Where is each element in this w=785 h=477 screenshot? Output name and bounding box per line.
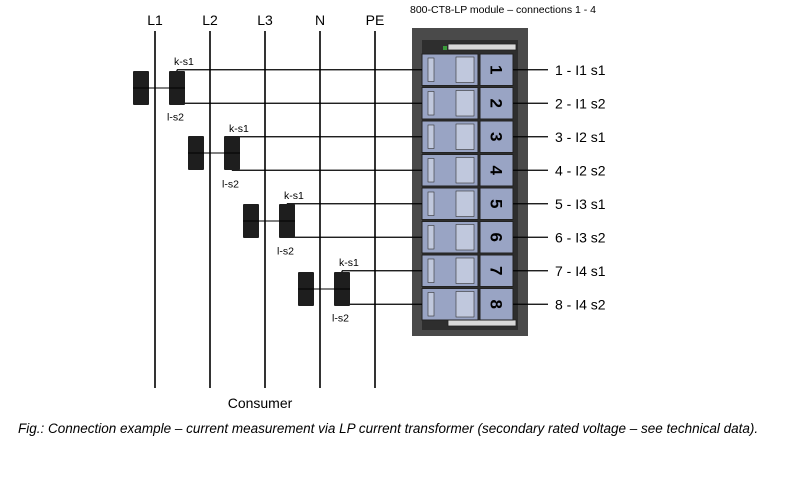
terminal-label-2: 2 - I1 s2 (555, 95, 606, 111)
terminal-label-8: 8 - I4 s2 (555, 296, 606, 312)
clamp-screw-window (455, 90, 475, 117)
terminal-number-plate-2 (479, 87, 514, 120)
clamp-slot-left (427, 57, 435, 82)
ct-label-k: k-s1 (284, 190, 304, 202)
bus-label-l3: L3 (257, 12, 273, 28)
consumer-label: Consumer (228, 395, 293, 410)
terminal-label-5: 5 - I3 s1 (555, 196, 606, 212)
ct-label-l: l-s2 (332, 312, 349, 324)
terminal-number-6: 6 (487, 233, 506, 242)
clamp-screw-window (455, 291, 475, 318)
wiring (176, 69, 422, 306)
ct-label-k: k-s1 (339, 257, 359, 269)
bus-label-n: N (315, 12, 325, 28)
module-top-rail (447, 43, 517, 51)
clamp-slot-left (427, 225, 435, 250)
ct-label-l: l-s2 (167, 111, 184, 123)
clamp-slot-left (427, 292, 435, 317)
ct-label-k: k-s1 (174, 56, 194, 68)
terminal-number-2: 2 (487, 99, 506, 108)
clamp-screw-window (455, 56, 475, 83)
terminal-label-4: 4 - I2 s2 (555, 162, 606, 178)
terminal-number-5: 5 (487, 199, 506, 208)
current-transformers: k-s1 l-s2 k-s1 l-s2 k-s1 l-s2 k-s1 l-s2 (133, 56, 359, 324)
status-led (443, 46, 447, 50)
terminal-number-plate-3 (479, 120, 514, 153)
terminal-label-6: 6 - I3 s2 (555, 229, 606, 245)
ct-label-l: l-s2 (222, 178, 239, 190)
clamp-screw-window (455, 157, 475, 184)
bus-lines: L1 L2 L3 N PE (147, 12, 384, 388)
terminal-number-plate-5 (479, 187, 514, 220)
module-bottom-rail (447, 319, 517, 327)
terminal-number-3: 3 (487, 132, 506, 141)
clamp-slot-left (427, 158, 435, 183)
clamp-slot-left (427, 91, 435, 116)
clamp-screw-window (455, 224, 475, 251)
terminal-number-8: 8 (487, 300, 506, 309)
figure-caption: Fig.: Connection example – current measu… (18, 421, 759, 436)
terminal-labels: 1 - I1 s1 2 - I1 s2 3 - I2 s1 4 - I2 s2 5 - … (513, 62, 606, 312)
ct-label-k: k-s1 (229, 123, 249, 135)
terminal-label-3: 3 - I2 s1 (555, 129, 606, 145)
clamp-screw-window (455, 190, 475, 217)
clamp-slot-left (427, 191, 435, 216)
terminal-module: 1 2 3 4 5 6 7 8 (412, 28, 528, 336)
terminal-label-1: 1 - I1 s1 (555, 62, 606, 78)
bus-label-pe: PE (366, 12, 385, 28)
terminal-number-4: 4 (487, 166, 506, 176)
terminal-number-1: 1 (487, 65, 506, 74)
bus-label-l2: L2 (202, 12, 218, 28)
terminal-number-plate-6 (479, 221, 514, 254)
connection-diagram: 800-CT8-LP module – connections 1 - 4 1 2… (133, 4, 606, 410)
clamp-screw-window (455, 257, 475, 284)
bus-label-l1: L1 (147, 12, 163, 28)
module-title: 800-CT8-LP module – connections 1 - 4 (410, 4, 596, 16)
terminal-number-plate-4 (479, 154, 514, 187)
clamp-slot-left (427, 258, 435, 283)
clamp-slot-left (427, 124, 435, 149)
ct-label-l: l-s2 (277, 245, 294, 257)
terminal-number-plate-7 (479, 254, 514, 287)
terminal-number-7: 7 (487, 266, 506, 275)
clamp-screw-window (455, 123, 475, 150)
terminal-label-7: 7 - I4 s1 (555, 263, 606, 279)
